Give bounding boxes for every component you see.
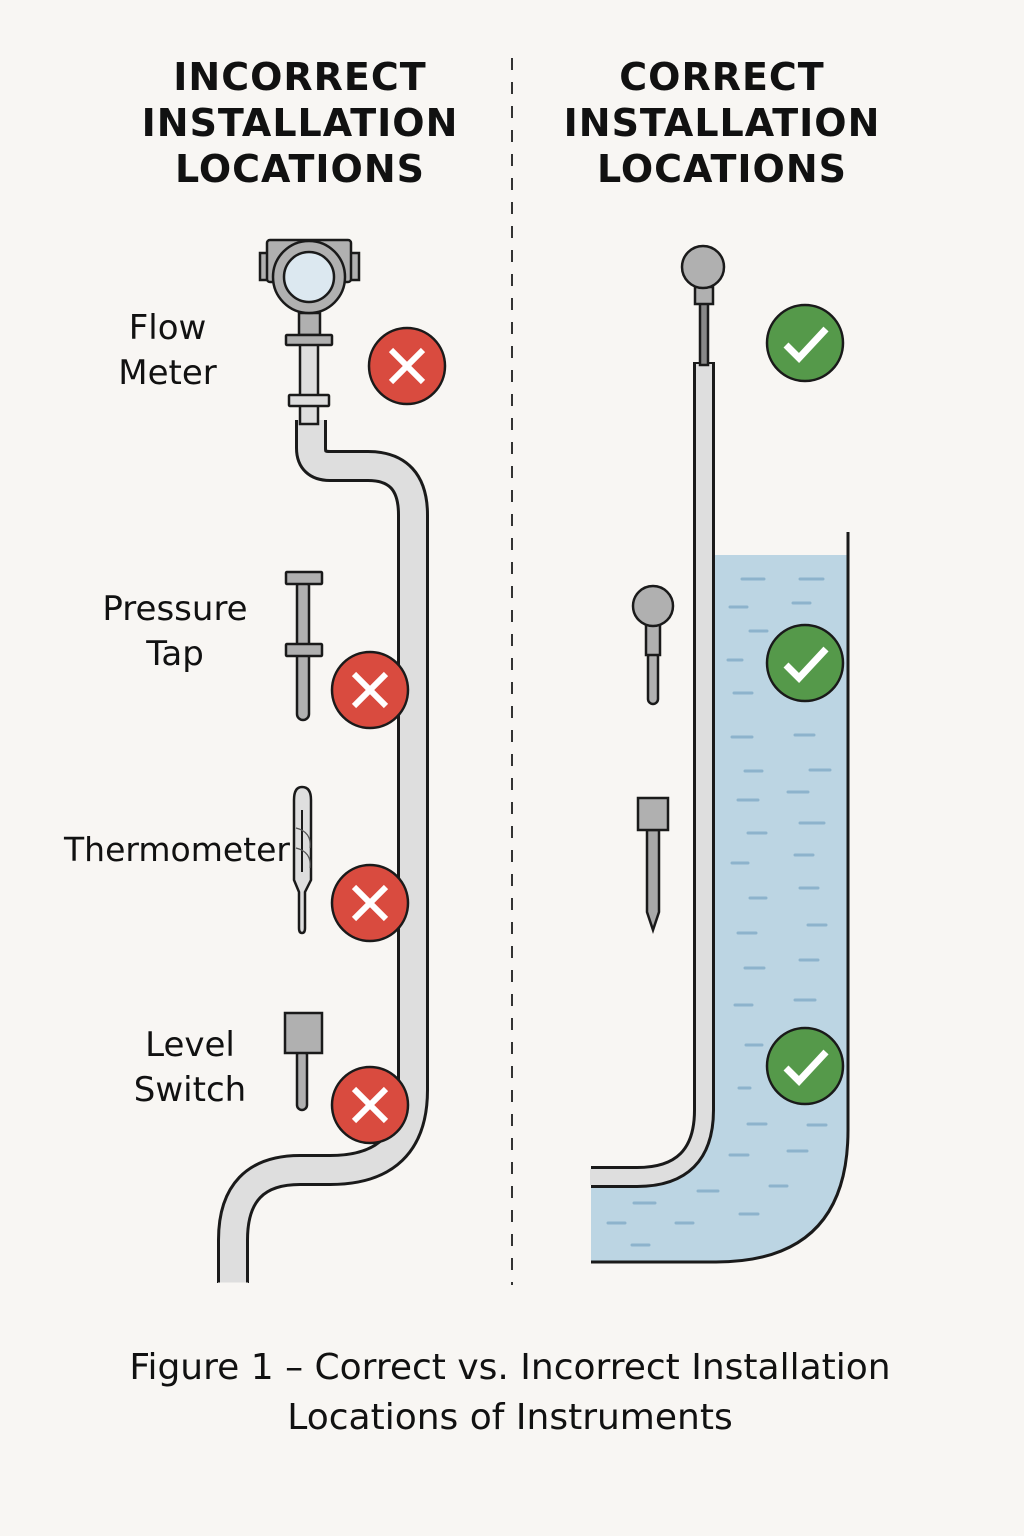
correct-pipe — [590, 362, 715, 1188]
label-flow-meter: Flow Meter — [90, 306, 245, 396]
thermometer-icon — [292, 785, 313, 935]
incorrect-heading: INCORRECT INSTALLATION LOCATIONS — [141, 55, 459, 191]
label-line: Tap — [146, 634, 204, 674]
incorrect-pipe — [217, 420, 429, 1286]
x-mark-icon — [330, 1065, 410, 1145]
x-mark-icon — [330, 863, 410, 943]
label-line: Level — [145, 1025, 235, 1065]
label-line: Flow — [128, 308, 207, 348]
x-mark-icon — [330, 650, 410, 730]
check-mark-icon — [765, 623, 845, 703]
water-ripples — [606, 577, 832, 1247]
label-level-switch: Level Switch — [120, 1023, 260, 1113]
label-line: Meter — [118, 353, 217, 393]
flow-meter-icon — [258, 238, 361, 426]
label-line: Pressure — [102, 589, 248, 629]
label-pressure-tap: Pressure Tap — [90, 587, 260, 677]
level-switch-icon — [283, 1011, 324, 1112]
thermometer-probe-icon — [636, 796, 670, 934]
pressure-tap-icon — [631, 584, 675, 706]
caption-line: Locations of Instruments — [287, 1397, 733, 1438]
caption-line: Figure 1 – Correct vs. Incorrect Install… — [129, 1347, 891, 1388]
label-thermometer: Thermometer — [64, 827, 304, 872]
check-mark-icon — [765, 303, 845, 383]
correct-heading: CORRECT INSTALLATION LOCATIONS — [563, 55, 881, 191]
figure-caption: Figure 1 – Correct vs. Incorrect Install… — [60, 1343, 960, 1443]
pressure-tap-icon — [284, 570, 324, 722]
x-mark-icon — [367, 326, 447, 406]
check-mark-icon — [765, 1026, 845, 1106]
label-line: Switch — [133, 1070, 247, 1110]
label-line: Thermometer — [64, 830, 290, 869]
flow-meter-icon — [680, 244, 726, 367]
